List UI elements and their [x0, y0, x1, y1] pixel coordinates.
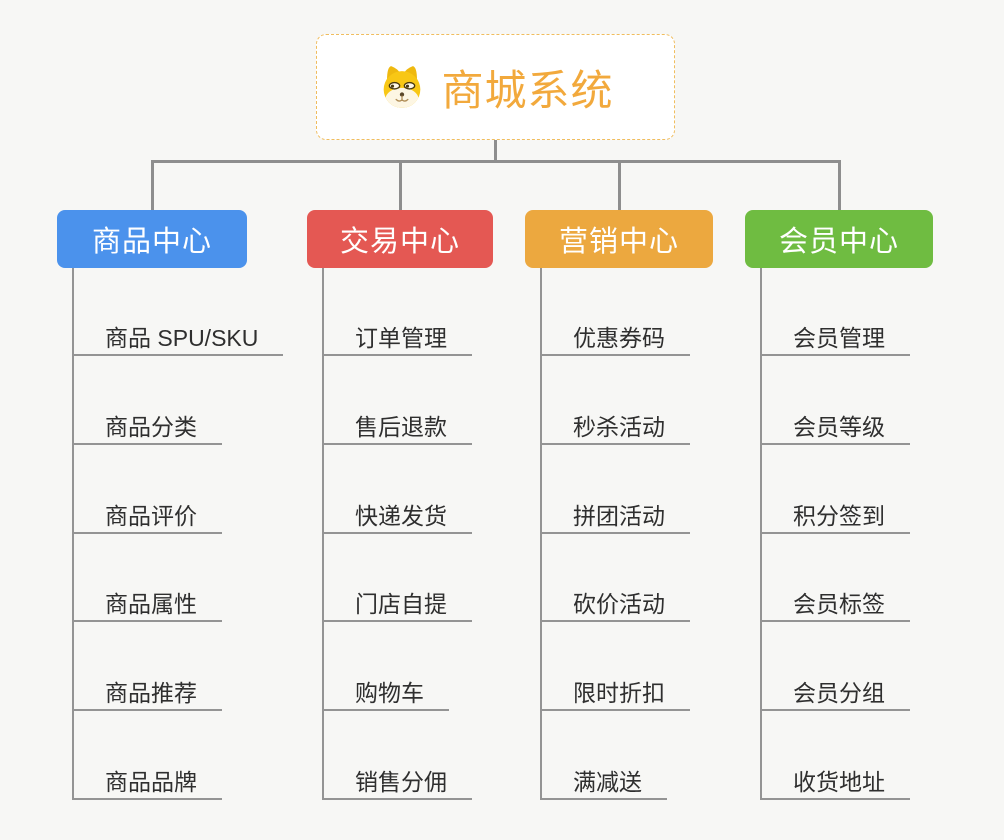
- branch-node-2[interactable]: 交易中心: [307, 210, 493, 268]
- leaf-node[interactable]: 会员分组: [760, 677, 910, 711]
- leaf-node[interactable]: 会员管理: [760, 322, 910, 356]
- leaf-node[interactable]: 商品分类: [72, 411, 222, 445]
- dog-face-icon: [384, 66, 421, 108]
- branch-drop-connector-line: [398, 160, 402, 210]
- leaf-node[interactable]: 商品 SPU/SKU: [72, 322, 284, 356]
- leaf-connector-line: [322, 268, 324, 800]
- leaf-node[interactable]: 限时折扣: [540, 677, 690, 711]
- branch-label: 交易中心: [339, 226, 460, 258]
- branch-hbar-connector-line: [150, 160, 841, 163]
- leaf-node[interactable]: 收货地址: [760, 766, 910, 800]
- leaf-connector-line: [72, 268, 74, 800]
- branch-drop-connector-line: [617, 160, 621, 210]
- leaf-node[interactable]: 会员标签: [760, 588, 910, 622]
- leaf-node[interactable]: 商品推荐: [72, 677, 222, 711]
- branch-label: 商品中心: [91, 226, 212, 258]
- leaf-node[interactable]: 门店自提: [322, 588, 472, 622]
- leaf-node[interactable]: 商品属性: [72, 588, 222, 622]
- root-drop-connector-line: [493, 140, 497, 163]
- branch-drop-connector-line: [150, 160, 154, 210]
- leaf-node[interactable]: 售后退款: [322, 411, 472, 445]
- branch-node-1[interactable]: 商品中心: [57, 210, 247, 268]
- leaf-connector-line: [540, 268, 542, 800]
- branch-label: 会员中心: [778, 226, 899, 258]
- leaf-node[interactable]: 商品评价: [72, 500, 222, 534]
- branch-label: 营销中心: [558, 226, 679, 258]
- leaf-node[interactable]: 优惠券码: [540, 322, 690, 356]
- branch-node-4[interactable]: 会员中心: [745, 210, 933, 268]
- leaf-node[interactable]: 会员等级: [760, 411, 910, 445]
- leaf-node[interactable]: 满减送: [540, 766, 667, 800]
- branch-node-3[interactable]: 营销中心: [525, 210, 713, 268]
- leaf-node[interactable]: 秒杀活动: [540, 411, 690, 445]
- leaf-node[interactable]: 快递发货: [322, 500, 472, 534]
- leaf-node[interactable]: 销售分佣: [322, 766, 472, 800]
- leaf-node[interactable]: 拼团活动: [540, 500, 690, 534]
- leaf-node[interactable]: 砍价活动: [540, 588, 690, 622]
- leaf-connector-line: [760, 268, 762, 800]
- branch-drop-connector-line: [837, 160, 841, 210]
- leaf-node[interactable]: 购物车: [322, 677, 449, 711]
- leaf-node[interactable]: 积分签到: [760, 500, 910, 534]
- root-title: 商城系统: [441, 66, 614, 114]
- root-node[interactable]: 商城系统: [316, 34, 675, 140]
- leaf-node[interactable]: 商品品牌: [72, 766, 222, 800]
- leaf-node[interactable]: 订单管理: [322, 322, 472, 356]
